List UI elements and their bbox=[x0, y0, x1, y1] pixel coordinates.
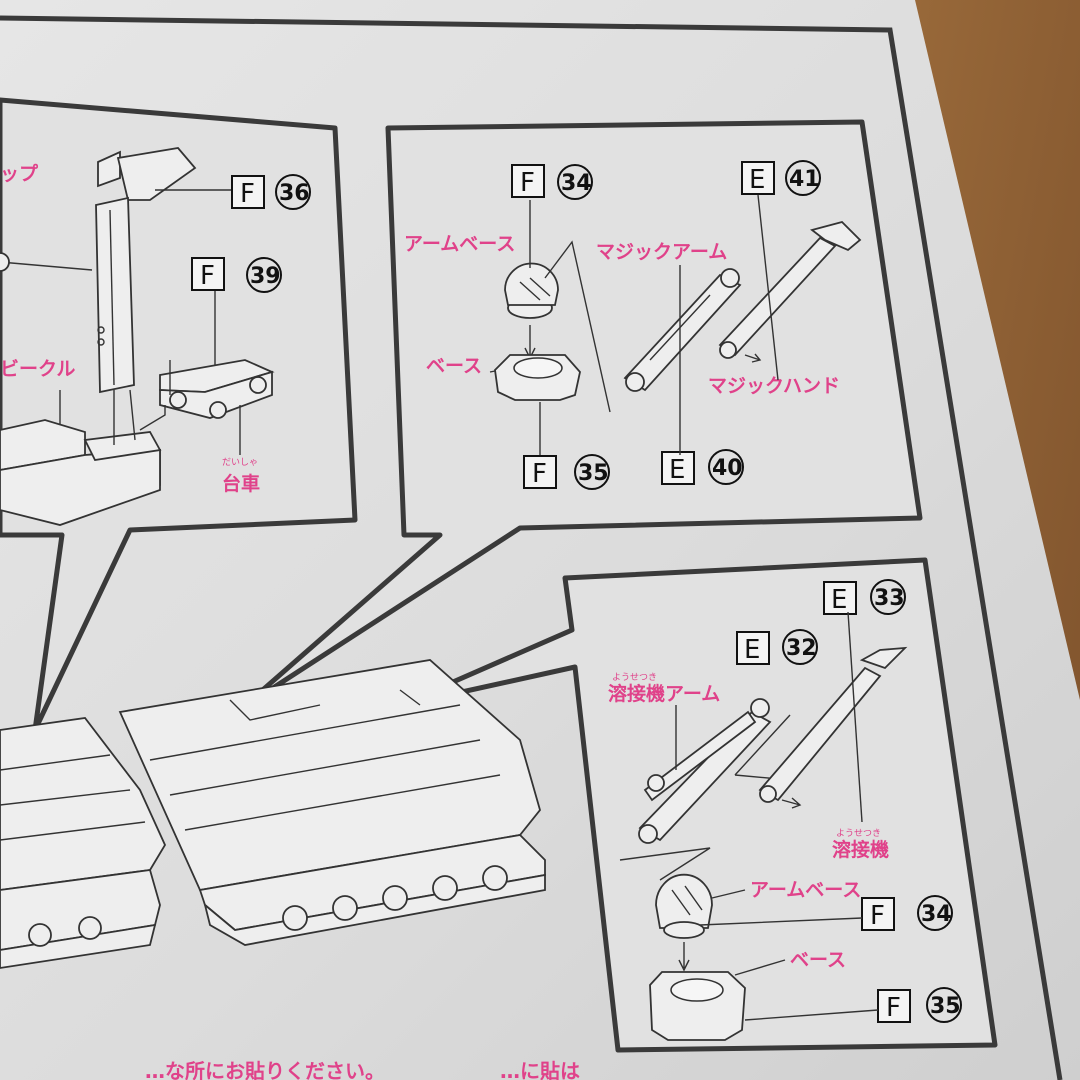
vehicle-pole-part bbox=[95, 196, 135, 394]
part-name-base: ベース bbox=[426, 355, 482, 377]
label-e33: E 33 bbox=[823, 579, 906, 615]
svg-text:36: 36 bbox=[279, 181, 310, 206]
label-f36: F 36 bbox=[231, 174, 311, 210]
svg-text:F: F bbox=[870, 901, 885, 931]
tracked-vehicle-right bbox=[118, 659, 546, 946]
welder-arm-ruby: ようせつき bbox=[612, 672, 657, 683]
label-f35-bottom: F 35 bbox=[877, 987, 962, 1023]
svg-text:E: E bbox=[744, 635, 760, 665]
svg-text:E: E bbox=[831, 585, 847, 615]
label-f39: F 39 bbox=[191, 257, 282, 293]
arm-base-dome-top bbox=[504, 262, 559, 319]
svg-text:34: 34 bbox=[561, 171, 592, 196]
part-name-arm-base-2: アームベース bbox=[750, 879, 861, 901]
base-ring-bottom bbox=[649, 971, 746, 1041]
part-name-vehicle: ビークル bbox=[0, 358, 75, 380]
label-f34-bottom: F 34 bbox=[861, 895, 953, 931]
footer-note: …な所にお貼りください。 bbox=[145, 1059, 385, 1080]
base-ring-top bbox=[494, 354, 581, 401]
svg-text:35: 35 bbox=[930, 994, 961, 1019]
welder-part bbox=[758, 646, 908, 809]
arm-base-dome-bottom bbox=[655, 873, 713, 939]
part-name-welder-arm: 溶接機アーム bbox=[608, 682, 720, 705]
cart-ruby: だいしゃ bbox=[222, 457, 258, 468]
svg-text:33: 33 bbox=[874, 586, 905, 611]
magic-hand-part bbox=[718, 220, 862, 363]
part-name-welder: 溶接機 bbox=[832, 838, 889, 861]
svg-text:39: 39 bbox=[250, 264, 281, 289]
svg-text:F: F bbox=[532, 459, 547, 489]
tracked-vehicle-left bbox=[0, 717, 167, 969]
label-f35-top: F 35 bbox=[523, 454, 610, 490]
cart-part bbox=[159, 359, 275, 419]
part-name-magic-hand: マジックハンド bbox=[708, 375, 840, 397]
welder-ruby: ようせつき bbox=[836, 828, 881, 839]
svg-text:F: F bbox=[240, 179, 255, 209]
svg-text:F: F bbox=[200, 261, 215, 291]
label-e32: E 32 bbox=[736, 629, 818, 665]
panel-welder bbox=[395, 557, 998, 1053]
part-name-base-2: ベース bbox=[790, 949, 846, 971]
svg-text:40: 40 bbox=[712, 456, 743, 481]
cap-part bbox=[97, 147, 197, 201]
welder-arm-part bbox=[638, 698, 772, 844]
part-name-magic-arm: マジックアーム bbox=[596, 241, 727, 263]
panel-magic-arm bbox=[239, 119, 923, 711]
svg-text:F: F bbox=[520, 168, 535, 198]
svg-text:F: F bbox=[886, 993, 901, 1023]
svg-text:E: E bbox=[669, 455, 685, 485]
label-f34-top: F 34 bbox=[511, 164, 593, 200]
part-name-arm-base: アームベース bbox=[404, 233, 515, 255]
footer-note-right: …に貼は bbox=[500, 1059, 580, 1080]
label-e40: E 40 bbox=[661, 449, 744, 485]
svg-text:32: 32 bbox=[786, 636, 817, 661]
svg-text:34: 34 bbox=[921, 902, 952, 927]
part-name-cart: 台車 bbox=[222, 472, 260, 495]
page-border bbox=[0, 15, 1063, 1080]
svg-text:41: 41 bbox=[789, 167, 820, 192]
vehicle-body-part bbox=[0, 419, 162, 526]
part-name-cap: ップ bbox=[0, 162, 39, 185]
label-e41: E 41 bbox=[741, 160, 821, 196]
svg-text:35: 35 bbox=[578, 461, 609, 486]
svg-text:E: E bbox=[749, 165, 765, 195]
